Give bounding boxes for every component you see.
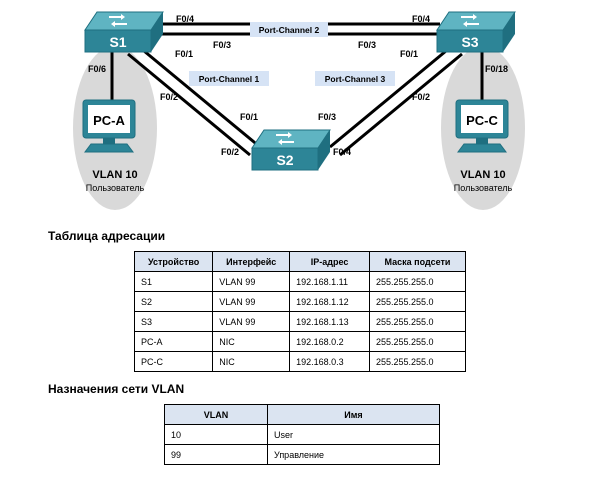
vlan-group-right-vlan: VLAN 10 bbox=[460, 169, 505, 181]
table-cell: 255.255.255.0 bbox=[368, 311, 467, 332]
switch-s1: S1 bbox=[84, 11, 164, 53]
vlan-group-left-role: Пользователь bbox=[86, 183, 145, 193]
table-cell: Управление bbox=[267, 444, 440, 465]
table-cell: 192.168.0.2 bbox=[289, 331, 370, 352]
port-label-s1-f01: F0/1 bbox=[175, 49, 193, 59]
network-topology: S1 S3 S2 PC-A PC-C Port-Channel 2 Po bbox=[73, 11, 525, 210]
table-cell: User bbox=[267, 424, 440, 445]
vlan-table: VLAN Имя 10 User 99 Управление bbox=[164, 404, 440, 465]
port-label-s2-f01: F0/1 bbox=[240, 112, 258, 122]
vlan-header-name: Имя bbox=[267, 404, 440, 425]
port-channel-1-label: Port-Channel 1 bbox=[199, 74, 260, 84]
table-cell: PC-A bbox=[133, 331, 214, 352]
port-channel-2-box bbox=[250, 22, 328, 37]
table-cell: VLAN 99 bbox=[212, 291, 291, 312]
table-cell: 255.255.255.0 bbox=[368, 351, 467, 372]
table-cell: 255.255.255.0 bbox=[368, 271, 467, 292]
table-cell: 255.255.255.0 bbox=[368, 331, 467, 352]
table-row: S2 VLAN 99 192.168.1.12 255.255.255.0 bbox=[133, 291, 467, 312]
addressing-header-ip: IP-адрес bbox=[289, 251, 370, 272]
table-cell: 192.168.1.13 bbox=[289, 311, 370, 332]
port-label-s1-f04: F0/4 bbox=[176, 14, 194, 24]
table-cell: 192.168.1.12 bbox=[289, 291, 370, 312]
addressing-table-title: Таблица адресации bbox=[48, 229, 166, 243]
table-row: S3 VLAN 99 192.168.1.13 255.255.255.0 bbox=[133, 311, 467, 332]
switch-s3-label: S3 bbox=[461, 34, 478, 50]
table-cell: S2 bbox=[133, 291, 214, 312]
table-row: PC-A NIC 192.168.0.2 255.255.255.0 bbox=[133, 331, 467, 352]
table-cell: 10 bbox=[164, 424, 268, 445]
vlan-group-left-vlan: VLAN 10 bbox=[92, 169, 137, 181]
table-cell: 99 bbox=[164, 444, 268, 465]
port-label-s2-f02: F0/2 bbox=[221, 147, 239, 157]
table-row: PC-C NIC 192.168.0.3 255.255.255.0 bbox=[133, 351, 467, 372]
addressing-header-row: Устройство Интерфейс IP-адрес Маска подс… bbox=[133, 251, 467, 272]
pc-c: PC-C bbox=[455, 99, 509, 153]
table-row: S1 VLAN 99 192.168.1.11 255.255.255.0 bbox=[133, 271, 467, 292]
table-cell: VLAN 99 bbox=[212, 311, 291, 332]
port-label-s3-f01: F0/1 bbox=[400, 49, 418, 59]
table-cell: NIC bbox=[212, 331, 291, 352]
switch-s2-label: S2 bbox=[276, 152, 293, 168]
port-label-s3-f018: F0/18 bbox=[485, 64, 508, 74]
table-cell: PC-C bbox=[133, 351, 214, 372]
switch-s1-label: S1 bbox=[109, 34, 126, 50]
table-cell: NIC bbox=[212, 351, 291, 372]
port-label-s1-f03: F0/3 bbox=[213, 40, 231, 50]
pc-a: PC-A bbox=[82, 99, 136, 153]
table-cell: S3 bbox=[133, 311, 214, 332]
link-s1-s2 bbox=[127, 44, 261, 157]
vlan-table-title: Назначения сети VLAN bbox=[48, 382, 185, 396]
port-channel-3-box bbox=[315, 71, 395, 86]
pc-a-label: PC-A bbox=[93, 113, 125, 128]
vlan-header-row: VLAN Имя bbox=[164, 404, 440, 425]
table-cell: VLAN 99 bbox=[212, 271, 291, 292]
link-s3-s2 bbox=[329, 44, 463, 157]
addressing-header-mask: Маска подсети bbox=[368, 251, 467, 272]
vlan-group-right-role: Пользователь bbox=[454, 183, 513, 193]
port-label-s2-f03: F0/3 bbox=[318, 112, 336, 122]
port-label-s2-f04: F0/4 bbox=[333, 147, 351, 157]
addressing-table: Устройство Интерфейс IP-адрес Маска подс… bbox=[133, 251, 467, 372]
port-channel-3-label: Port-Channel 3 bbox=[325, 74, 386, 84]
table-row: 99 Управление bbox=[164, 444, 440, 465]
switch-s3: S3 bbox=[436, 11, 516, 53]
addressing-header-interface: Интерфейс bbox=[212, 251, 291, 272]
port-label-s3-f02: F0/2 bbox=[412, 92, 430, 102]
addressing-header-device: Устройство bbox=[133, 251, 214, 272]
table-cell: S1 bbox=[133, 271, 214, 292]
port-label-s3-f04: F0/4 bbox=[412, 14, 430, 24]
switch-s2: S2 bbox=[251, 129, 331, 171]
table-cell: 255.255.255.0 bbox=[368, 291, 467, 312]
table-cell: 192.168.0.3 bbox=[289, 351, 370, 372]
table-cell: 192.168.1.11 bbox=[289, 271, 370, 292]
port-label-s3-f03: F0/3 bbox=[358, 40, 376, 50]
port-channel-2-label: Port-Channel 2 bbox=[259, 25, 320, 35]
port-channel-1-box bbox=[189, 71, 269, 86]
vlan-header-vlan: VLAN bbox=[164, 404, 268, 425]
port-label-s1-f06: F0/6 bbox=[88, 64, 106, 74]
port-label-s1-f02: F0/2 bbox=[160, 92, 178, 102]
table-row: 10 User bbox=[164, 424, 440, 445]
pc-c-label: PC-C bbox=[466, 113, 498, 128]
